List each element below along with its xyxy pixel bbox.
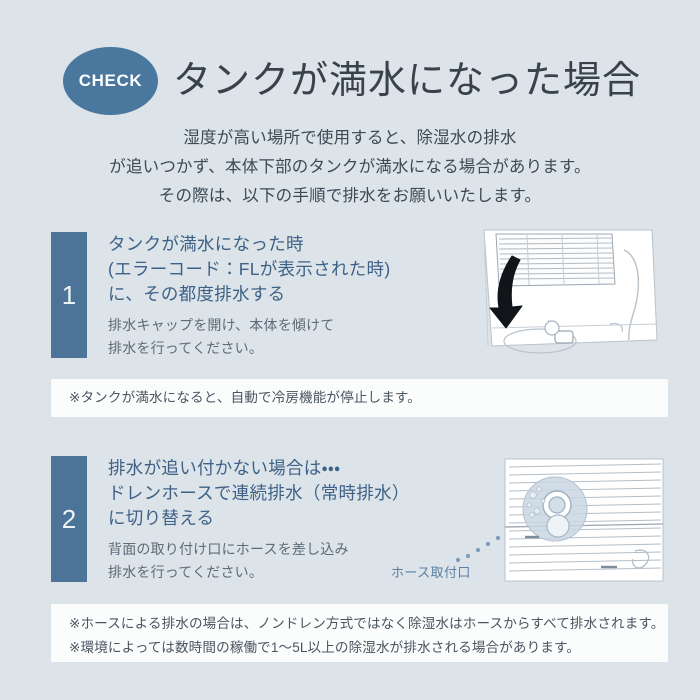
note-2-line-2: ※環境によっては数時間の稼働で1～5L以上の除湿水が排水される場合があります。 [69, 640, 581, 655]
intro-line-2: が追いつかず、本体下部のタンクが満水になる場合があります。 [109, 158, 591, 176]
step-2-heading-line-1: 排水が追い付かない場合は・・・ [108, 458, 341, 478]
note-box-2: ※ホースによる排水の場合は、ノンドレン方式ではなく除湿水はホースからすべて排水さ… [51, 604, 668, 662]
step-1-body: タンクが満水になった時 (エラーコード：FLが表示された時) に、その都度排水す… [108, 232, 390, 360]
step-1-heading-line-3: に、その都度排水する [108, 284, 286, 304]
step-1-subtext-line-1: 排水キャップを開け、本体を傾けて [108, 317, 335, 333]
step-1-heading: タンクが満水になった時 (エラーコード：FLが表示された時) に、その都度排水す… [108, 232, 390, 307]
check-badge: CHECK [63, 47, 158, 115]
step-2-heading-line-3: に切り替える [108, 508, 215, 528]
step-2-heading: 排水が追い付かない場合は・・・ ドレンホースで連続排水（常時排水） に切り替える [108, 456, 410, 531]
step-1-heading-line-2: (エラーコード：FLが表示された時) [108, 259, 391, 279]
note-1-line-1: ※タンクが満水になると、自動で冷房機能が停止します。 [69, 390, 421, 405]
step-1-subtext: 排水キャップを開け、本体を傾けて 排水を行ってください。 [108, 314, 390, 360]
hose-port-leader-line [455, 533, 507, 563]
note-box-1: ※タンクが満水になると、自動で冷房機能が停止します。 [51, 379, 668, 417]
rear-panel-illustration [495, 455, 665, 585]
step-2-subtext-line-2: 排水を行ってください。 [108, 564, 264, 580]
step-2-photo [495, 455, 665, 585]
page-header: CHECK タンクが満水になった場合 [0, 0, 700, 122]
step-2-subtext-line-1: 背面の取り付け口にホースを差し込み [108, 541, 349, 557]
step-1-subtext-line-2: 排水を行ってください。 [108, 340, 264, 356]
hose-port-label: ホース取付口 [391, 565, 471, 580]
page-title: タンクが満水になった場合 [173, 60, 642, 102]
check-badge-label: CHECK [78, 71, 143, 90]
ac-drain-cap-illustration [452, 228, 664, 360]
intro-line-1: 湿度が高い場所で使用すると、除湿水の排水 [183, 129, 517, 147]
intro-line-3: その際は、以下の手順で排水をお願いいたします。 [158, 187, 542, 205]
step-1-number: 1 [51, 232, 87, 358]
step-2-body: 排水が追い付かない場合は・・・ ドレンホースで連続排水（常時排水） に切り替える… [108, 456, 410, 584]
step-2-subtext: 背面の取り付け口にホースを差し込み 排水を行ってください。 [108, 538, 410, 584]
step-1-heading-line-1: タンクが満水になった時 [108, 234, 304, 254]
step-2-heading-line-2: ドレンホースで連続排水（常時排水） [108, 483, 410, 503]
intro-paragraph: 湿度が高い場所で使用すると、除湿水の排水 が追いつかず、本体下部のタンクが満水に… [0, 124, 700, 211]
step-2-number: 2 [51, 456, 87, 582]
step-1-photo [452, 228, 664, 360]
note-2-line-1: ※ホースによる排水の場合は、ノンドレン方式ではなく除湿水はホースからすべて排水さ… [69, 616, 665, 631]
